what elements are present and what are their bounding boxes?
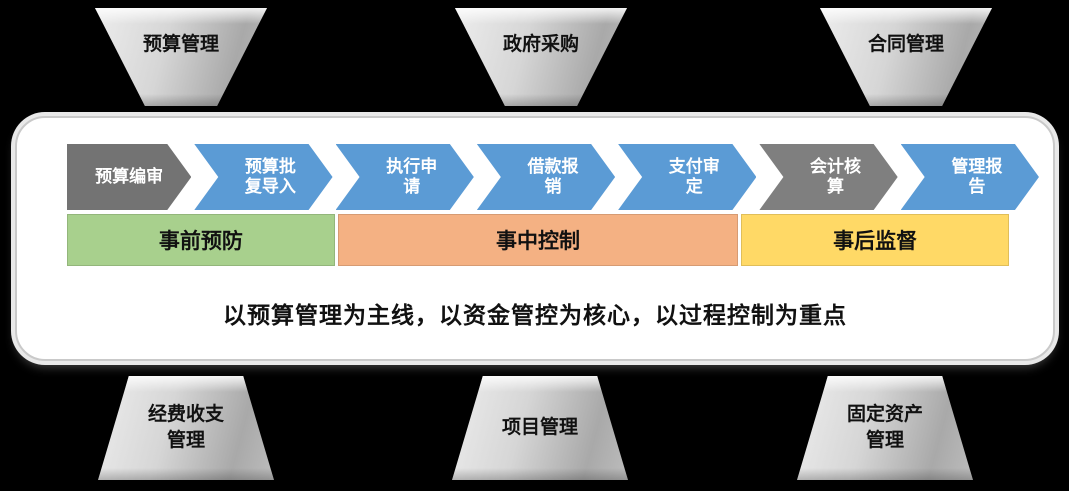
module-label: 政府采购: [502, 34, 579, 55]
process-step-accounting: 会计核 算: [759, 144, 897, 210]
process-step-label: 预算编审: [95, 166, 164, 186]
pedestal-shape: [98, 376, 274, 480]
phase-pre-prevention: 事前预防: [67, 214, 335, 266]
process-step-budget-review: 预算编审: [67, 144, 191, 210]
process-step-payment-approval: 支付审 定: [618, 144, 756, 210]
module-fixed-assets-management: 固定资产 管理: [797, 376, 973, 480]
module-label: 项目管理: [501, 417, 578, 439]
process-step-budget-approval-import: 预算批 复导入: [194, 144, 332, 210]
process-step-label: 借款报 销: [527, 156, 579, 196]
phase-in-process-control: 事中控制: [337, 214, 739, 266]
process-step-label: 管理报 告: [951, 156, 1003, 196]
process-panel: 预算编审 预算批 复导入 执行申 请 借款报 销 支付审 定 会计核 算 管理报…: [15, 116, 1055, 361]
process-step-execution-request: 执行申 请: [336, 144, 474, 210]
pedestal-shape: [452, 376, 628, 480]
process-step-management-report: 管理报 告: [901, 144, 1039, 210]
process-step-label: 支付审 定: [668, 156, 720, 196]
module-government-procurement: 政府采购: [455, 8, 627, 106]
module-label: 经费收支 管理: [147, 404, 224, 451]
process-flow: 预算编审 预算批 复导入 执行申 请 借款报 销 支付审 定 会计核 算 管理报…: [67, 144, 1042, 210]
module-project-management: 项目管理: [452, 376, 628, 480]
phase-label: 事中控制: [496, 230, 580, 253]
module-funds-income-expense-management: 经费收支 管理: [98, 376, 274, 480]
module-budget-management: 预算管理: [95, 8, 267, 106]
process-step-label: 执行申 请: [386, 156, 438, 196]
process-step-label: 预算批 复导入: [244, 156, 296, 196]
phase-bars: 事前预防 事中控制 事后监督: [67, 214, 1010, 266]
pedestal-shape: [797, 376, 973, 480]
phase-post-supervision: 事后监督: [741, 214, 1010, 266]
module-label: 预算管理: [142, 34, 219, 55]
process-step-loan-reimbursement: 借款报 销: [477, 144, 615, 210]
phase-label: 事前预防: [158, 230, 243, 253]
phase-label: 事后监督: [833, 230, 918, 253]
module-label: 固定资产 管理: [846, 404, 923, 451]
module-contract-management: 合同管理: [820, 8, 992, 106]
module-label: 合同管理: [867, 34, 944, 55]
slogan-text: 以预算管理为主线，以资金管控为核心，以过程控制为重点: [223, 302, 847, 328]
process-step-label: 会计核 算: [810, 156, 862, 196]
